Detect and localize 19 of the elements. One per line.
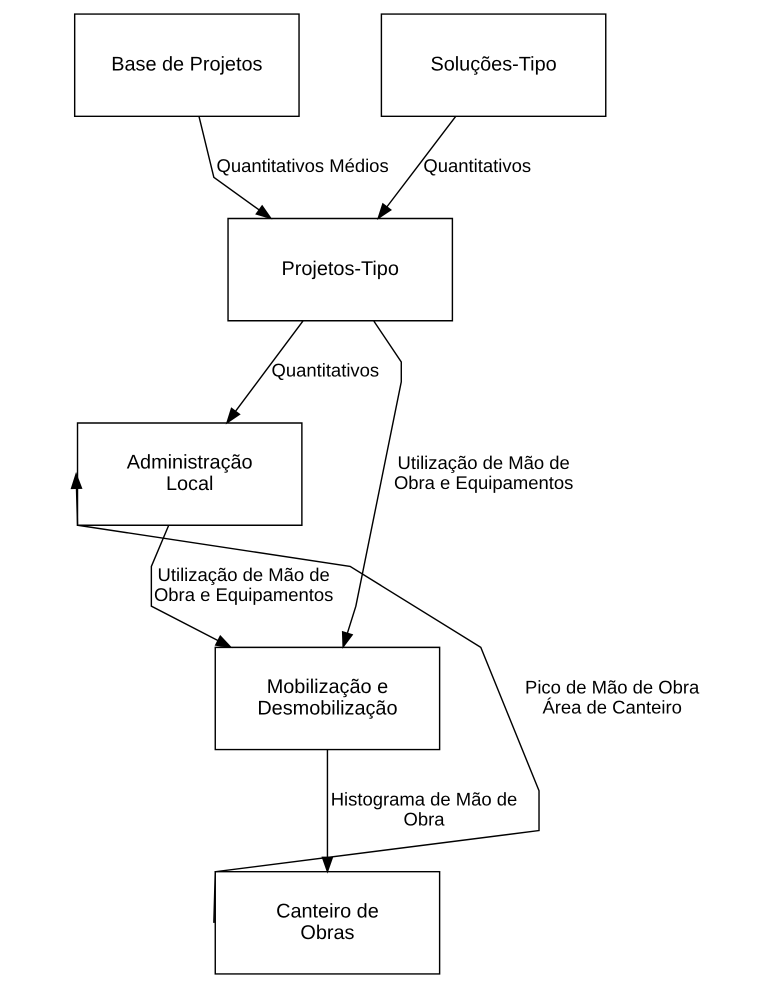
arrow (198, 116, 272, 220)
arrow (341, 320, 402, 649)
arrow (376, 116, 456, 220)
edge-label: Quantitativos (422, 155, 531, 176)
edge-label: Histograma de Mão de Obra (330, 788, 517, 830)
arrow (70, 472, 540, 923)
node-box: Mobilização e Desmobilização (214, 646, 440, 750)
edge-label: Quantitativos (271, 360, 379, 381)
edge-label: Utilização de Mão de Obra e Equipamentos (393, 452, 573, 493)
node-box: Canteiro de Obras (214, 871, 440, 975)
arrow (150, 525, 232, 648)
node-box: Base de Projetos (73, 13, 300, 117)
edge-label: Pico de Mão de Obra Área de Canteiro (524, 676, 699, 718)
edge-label: Utilização de Mão de Obra e Equipamentos (153, 564, 333, 606)
node-box: Administração Local (76, 422, 302, 526)
node-box: Soluções-Tipo (380, 13, 606, 117)
arrow (225, 320, 304, 424)
node-box: Projetos-Tipo (226, 218, 453, 322)
edge-label: Quantitativos Médios (216, 155, 388, 176)
